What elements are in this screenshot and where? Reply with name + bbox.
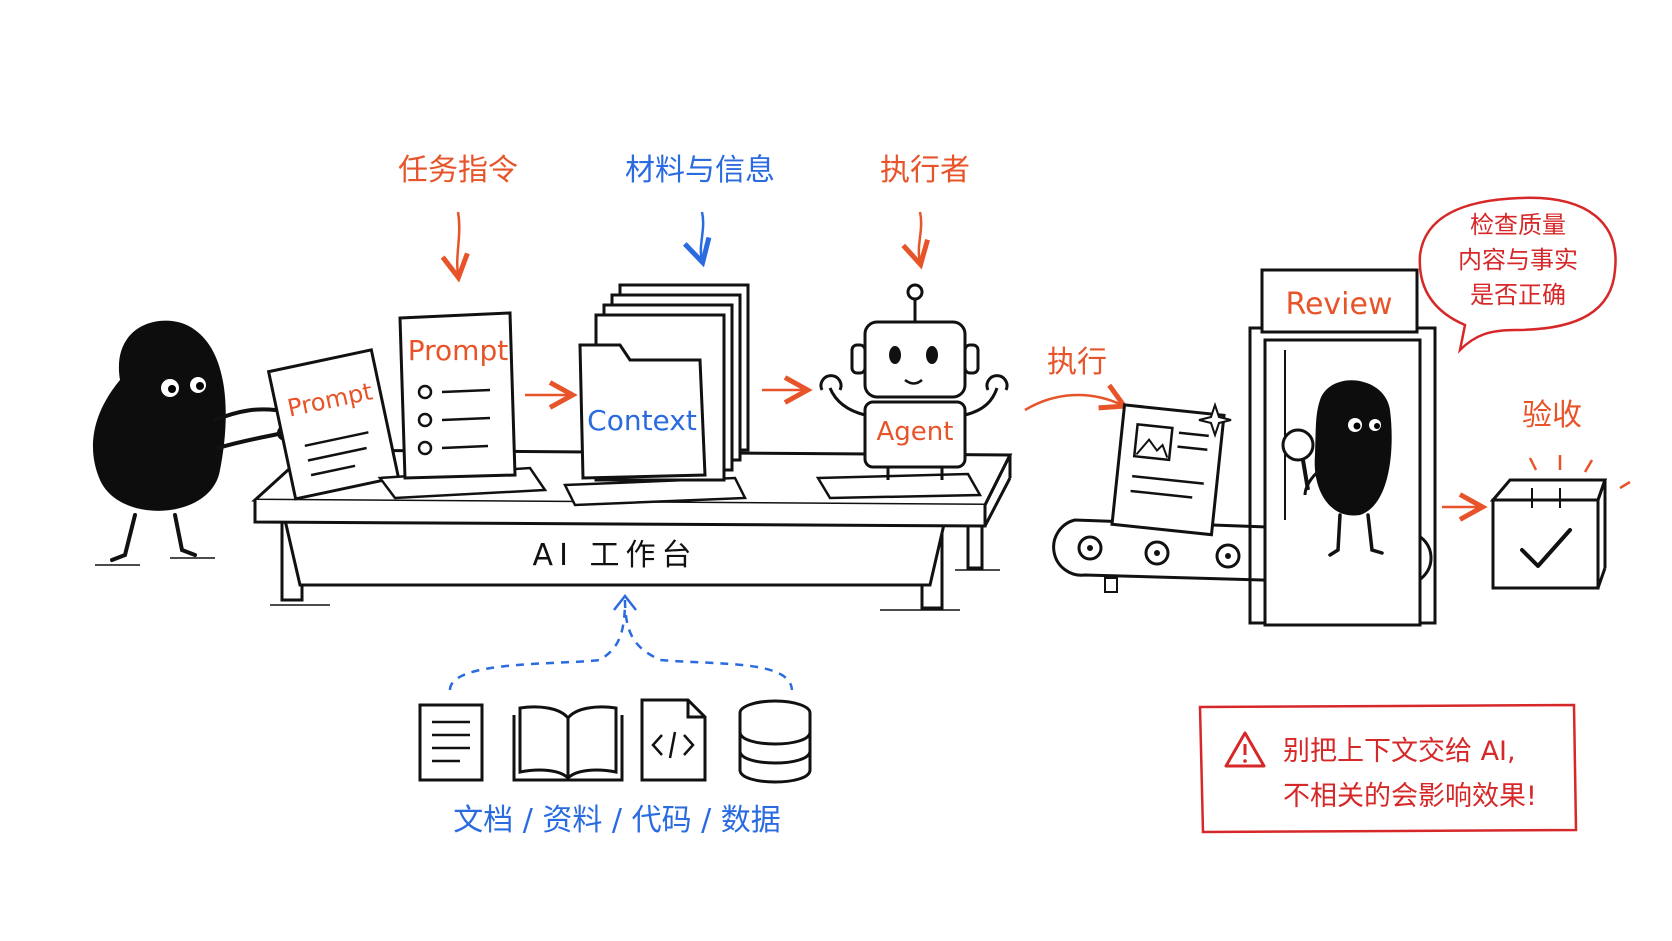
context-folder-stack (563, 283, 750, 507)
label-materials-info: 材料与信息 (625, 153, 775, 188)
character-left (92, 320, 293, 566)
workbench-label: AI 工作台 (533, 538, 698, 573)
warning-line-2: 不相关的会影响效果! (1283, 781, 1537, 812)
speech-line-3: 是否正确 (1470, 281, 1566, 309)
book-icon (512, 705, 624, 782)
magnifier-icon (1281, 428, 1315, 491)
arrow-task-down (457, 211, 459, 275)
review-sign-label: Review (1285, 287, 1392, 322)
database-icon (738, 699, 812, 784)
arrow-executor-down (919, 211, 921, 262)
label-executor: 执行者 (880, 153, 970, 188)
accepted-box-icon (1489, 478, 1608, 590)
label-task-instruction: 任务指令 (398, 153, 518, 188)
prompt-card-held (266, 348, 401, 501)
code-file-icon (640, 698, 707, 782)
dashed-source-arrow (448, 599, 794, 691)
arrow-materials-down (701, 211, 703, 260)
prompt-document-label: Prompt (408, 334, 508, 367)
source-arrow-head (613, 593, 637, 611)
agent-robot (815, 283, 1009, 500)
warning-line-1: 别把上下文交给 AI, (1283, 736, 1516, 767)
arrow-execute (1024, 395, 1122, 412)
speech-bubble (1418, 196, 1617, 354)
label-accept: 验收 (1522, 398, 1582, 433)
document-icon (418, 703, 484, 782)
label-execute: 执行 (1047, 345, 1107, 380)
character-inspector (1303, 380, 1392, 557)
sparkle-icon (1198, 401, 1232, 439)
burst-lines (1528, 455, 1631, 490)
prompt-document (377, 311, 548, 500)
warning-icon (1224, 731, 1266, 768)
speech-line-1: 检查质量 (1470, 211, 1566, 239)
sources-caption: 文档 / 资料 / 代码 / 数据 (453, 803, 781, 838)
context-folder-label: Context (587, 404, 697, 437)
warning-box (1198, 703, 1578, 834)
reviewed-document (1110, 403, 1226, 537)
agent-label: Agent (877, 417, 954, 447)
speech-line-2: 内容与事实 (1458, 246, 1578, 274)
